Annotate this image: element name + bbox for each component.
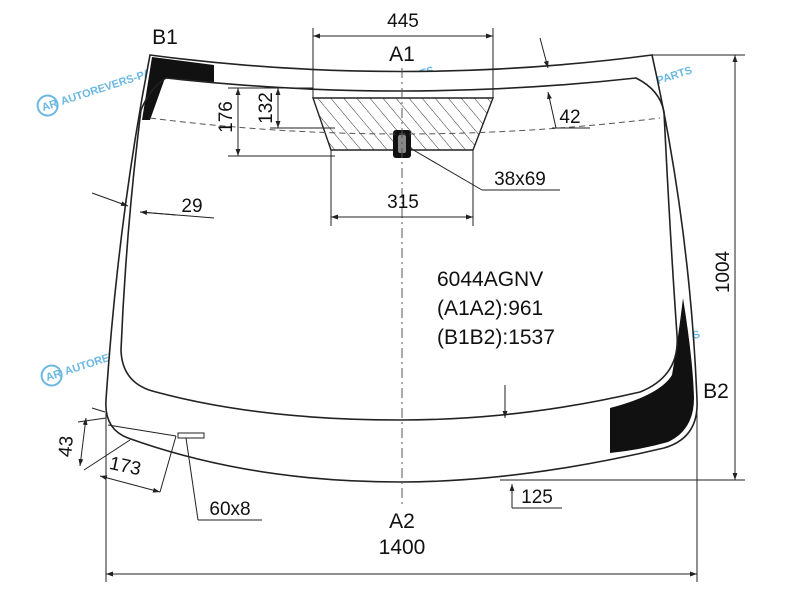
dim-label-132: 132 — [256, 92, 277, 124]
dim-label-38x69: 38x69 — [494, 169, 546, 190]
svg-text:AR: AR — [44, 368, 63, 384]
dim-label-445: 445 — [387, 11, 419, 32]
a1a2-value: (A1A2):961 — [437, 297, 543, 320]
inner-border-line — [120, 77, 678, 421]
dim-label-43: 43 — [55, 435, 78, 458]
label-a2: A2 — [389, 510, 415, 533]
dim-label-60x8: 60x8 — [209, 499, 250, 520]
dim-label-29: 29 — [181, 196, 202, 217]
dim-label-176: 176 — [216, 101, 237, 133]
top-dashed-line — [149, 117, 661, 135]
ceramic-bottom-right — [610, 298, 694, 453]
dim-label-42: 42 — [559, 107, 580, 128]
leader-60x8 — [185, 437, 199, 521]
b1b2-value: (B1B2):1537 — [437, 326, 555, 349]
dim-label-1004: 1004 — [713, 250, 734, 293]
label-b2: B2 — [703, 380, 729, 403]
ceramic-top-left — [142, 57, 214, 120]
part-code: 6044AGNV — [437, 268, 543, 291]
dim-line-173 — [99, 475, 161, 493]
dim-label-173: 173 — [107, 453, 142, 480]
leader-38x69 — [409, 147, 483, 191]
label-b1: B1 — [152, 26, 178, 49]
dim-line-43 — [78, 417, 88, 467]
svg-text:AR: AR — [40, 98, 59, 114]
label-a1: A1 — [389, 43, 415, 66]
slot-cutout — [177, 432, 205, 439]
dim-label-1400: 1400 — [379, 536, 426, 559]
dim-label-315: 315 — [387, 192, 419, 213]
dim-label-125: 125 — [521, 487, 553, 508]
